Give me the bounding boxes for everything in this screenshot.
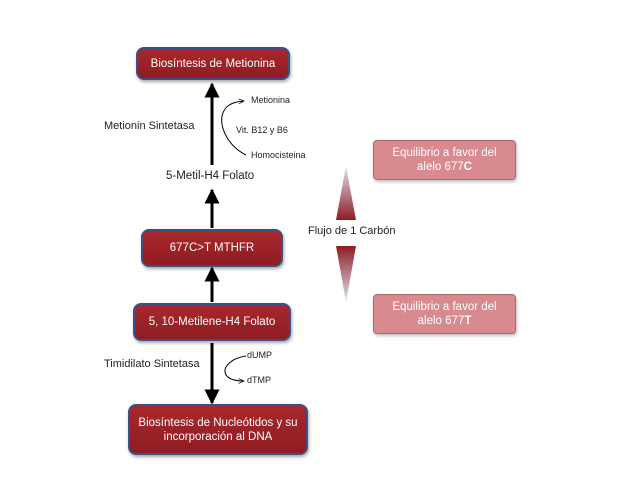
node-methylene-folate: 5, 10-Metilene-H4 Folato [133, 303, 291, 341]
equilibrium-c-prefix: alelo 677 [417, 161, 464, 173]
flux-down-triangle [336, 246, 356, 302]
equilibrium-t-allele: T [464, 315, 472, 327]
equilibrium-c-line1: Equilibrio a favor del [392, 147, 497, 159]
node-nucleotide-biosynthesis: Biosíntesis de Nucleótidos y su incorpor… [128, 404, 308, 455]
node-methionine-biosynthesis-label: Biosíntesis de Metionina [150, 57, 276, 70]
label-metionin-synthase: Metionin Sintetasa [104, 120, 195, 132]
curve-homocysteine-methionine [221, 101, 247, 156]
curve-dump-dtmp [224, 355, 247, 381]
label-methionine: Metionina [251, 95, 291, 105]
node-methionine-biosynthesis: Biosíntesis de Metionina [136, 47, 290, 80]
node-nucleotide-line1: Biosíntesis de Nucleótidos y su [138, 416, 298, 429]
equilibrium-c-allele: C [463, 161, 472, 173]
label-vitamins: Vit. B12 y B6 [236, 125, 288, 135]
node-nucleotide-line2: incorporación al DNA [163, 430, 273, 443]
label-dump: dUMP [247, 350, 273, 360]
node-methylene-folate-label: 5, 10-Metilene-H4 Folato [148, 316, 276, 328]
node-mthfr-label: 677C>T MTHFR [169, 242, 255, 254]
label-methyl-folate: 5-Metil-H4 Folato [166, 170, 255, 182]
node-mthfr: 677C>T MTHFR [141, 229, 283, 267]
box-equilibrium-t: Equilibrio a favor del alelo 677T [373, 294, 516, 334]
equilibrium-t-prefix: alelo 677 [417, 315, 465, 327]
label-homocysteine: Homocisteina [251, 150, 306, 160]
label-flux: Flujo de 1 Carbón [308, 225, 396, 237]
flux-up-triangle [336, 166, 356, 220]
label-dtmp: dTMP [247, 375, 272, 385]
equilibrium-t-line1: Equilibrio a favor del [392, 301, 497, 313]
equilibrium-c-line2: alelo 677C [417, 160, 472, 174]
label-timidilato-synthase: Timidilato Sintetasa [104, 358, 200, 370]
box-equilibrium-c: Equilibrio a favor del alelo 677C [373, 140, 516, 180]
equilibrium-t-line2: alelo 677T [418, 314, 472, 328]
